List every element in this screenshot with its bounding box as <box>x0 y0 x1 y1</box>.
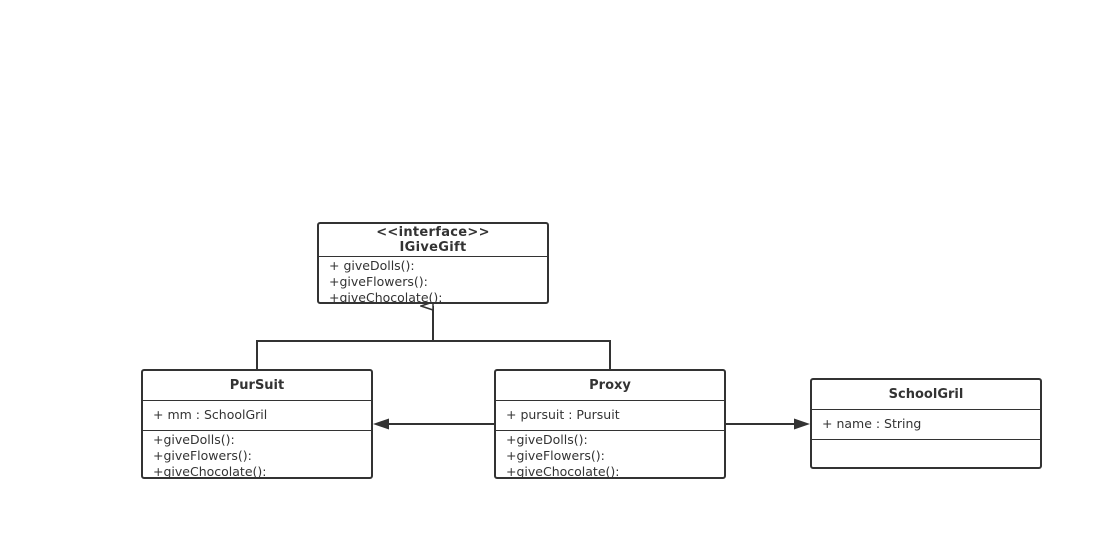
class-name: SchoolGril <box>888 387 964 402</box>
class-header: Proxy <box>496 371 724 401</box>
realization-pursuit-to-igivegift <box>256 340 433 369</box>
operation: + giveDolls(): <box>329 258 415 273</box>
operation: +giveChocolate(): <box>506 464 620 479</box>
operations-section: +giveDolls(): +giveFlowers(): +giveChoco… <box>143 431 371 479</box>
class-schoolgril[interactable]: SchoolGril + name : String <box>810 378 1042 469</box>
class-pursuit[interactable]: PurSuit + mm : SchoolGril +giveDolls(): … <box>141 369 373 479</box>
class-proxy[interactable]: Proxy + pursuit : Pursuit +giveDolls(): … <box>494 369 726 479</box>
operation: +giveFlowers(): <box>153 448 252 463</box>
realization-proxy-to-igivegift <box>433 340 611 369</box>
operations-section: + giveDolls(): +giveFlowers(): +giveChoc… <box>319 257 547 304</box>
operations-section: +giveDolls(): +giveFlowers(): +giveChoco… <box>496 431 724 479</box>
attributes-section: + mm : SchoolGril <box>143 401 371 431</box>
class-igivegift[interactable]: <<interface>> IGiveGift + giveDolls(): +… <box>317 222 549 304</box>
operation: +giveDolls(): <box>506 432 588 447</box>
attributes-section: + name : String <box>812 410 1040 440</box>
stereotype-label: <<interface>> <box>376 225 490 240</box>
attribute: + pursuit : Pursuit <box>506 407 620 422</box>
operation: +giveFlowers(): <box>329 274 428 289</box>
class-header: SchoolGril <box>812 380 1040 410</box>
operation: +giveChocolate(): <box>329 290 443 304</box>
class-name: IGiveGift <box>399 240 467 255</box>
attributes-section: + pursuit : Pursuit <box>496 401 724 431</box>
class-name: Proxy <box>589 378 631 393</box>
operation: +giveFlowers(): <box>506 448 605 463</box>
operation: +giveDolls(): <box>153 432 235 447</box>
operation: +giveChocolate(): <box>153 464 267 479</box>
attribute: + mm : SchoolGril <box>153 407 268 422</box>
class-header: PurSuit <box>143 371 371 401</box>
class-header: <<interface>> IGiveGift <box>319 224 547 257</box>
attribute: + name : String <box>822 416 922 431</box>
class-name: PurSuit <box>229 378 285 393</box>
association-arrowhead-schoolgril <box>794 418 810 430</box>
association-arrowhead-pursuit <box>373 418 389 430</box>
